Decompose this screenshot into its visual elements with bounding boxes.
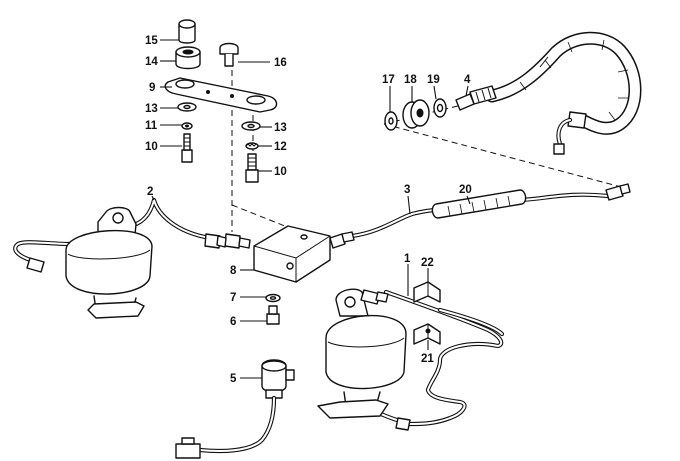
callout-15: 15 (145, 35, 158, 47)
callout-14: 14 (145, 56, 158, 68)
callout-1: 1 (404, 253, 411, 265)
callout-2: 2 (147, 186, 153, 198)
callout-labels: 15 14 9 13 11 10 16 13 12 10 2 8 7 6 5 1… (145, 35, 472, 385)
callout-3: 3 (404, 184, 410, 196)
callout-17: 17 (382, 74, 395, 86)
callout-5: 5 (230, 373, 237, 385)
callout-13-left: 13 (145, 103, 158, 115)
callout-19: 19 (427, 74, 440, 86)
callout-21: 21 (421, 353, 434, 365)
high-pressure-hose (455, 31, 642, 155)
callout-8: 8 (230, 265, 237, 277)
lower-accumulator (317, 288, 411, 431)
callout-22: 22 (421, 257, 434, 269)
callout-9: 9 (149, 82, 155, 94)
pipe-clamps (413, 281, 441, 345)
pressure-sensor (175, 359, 295, 459)
callout-6: 6 (230, 316, 236, 328)
left-accumulator (26, 206, 153, 319)
callout-12: 12 (274, 141, 287, 153)
protective-sleeve (431, 183, 631, 219)
callout-leader-lines (151, 39, 471, 379)
callout-4: 4 (464, 74, 471, 86)
mounting-bracket (164, 19, 278, 183)
callout-13-right: 13 (274, 122, 287, 134)
callout-18: 18 (404, 74, 417, 86)
seal-assembly (384, 98, 447, 131)
valve-block (224, 225, 355, 325)
callout-20: 20 (459, 184, 472, 196)
callout-11: 11 (145, 120, 158, 132)
pipe-fittings (204, 233, 227, 249)
callout-10-right: 10 (274, 166, 287, 178)
callout-10-left: 10 (145, 141, 158, 153)
callout-16: 16 (274, 57, 287, 69)
callout-7: 7 (230, 292, 236, 304)
